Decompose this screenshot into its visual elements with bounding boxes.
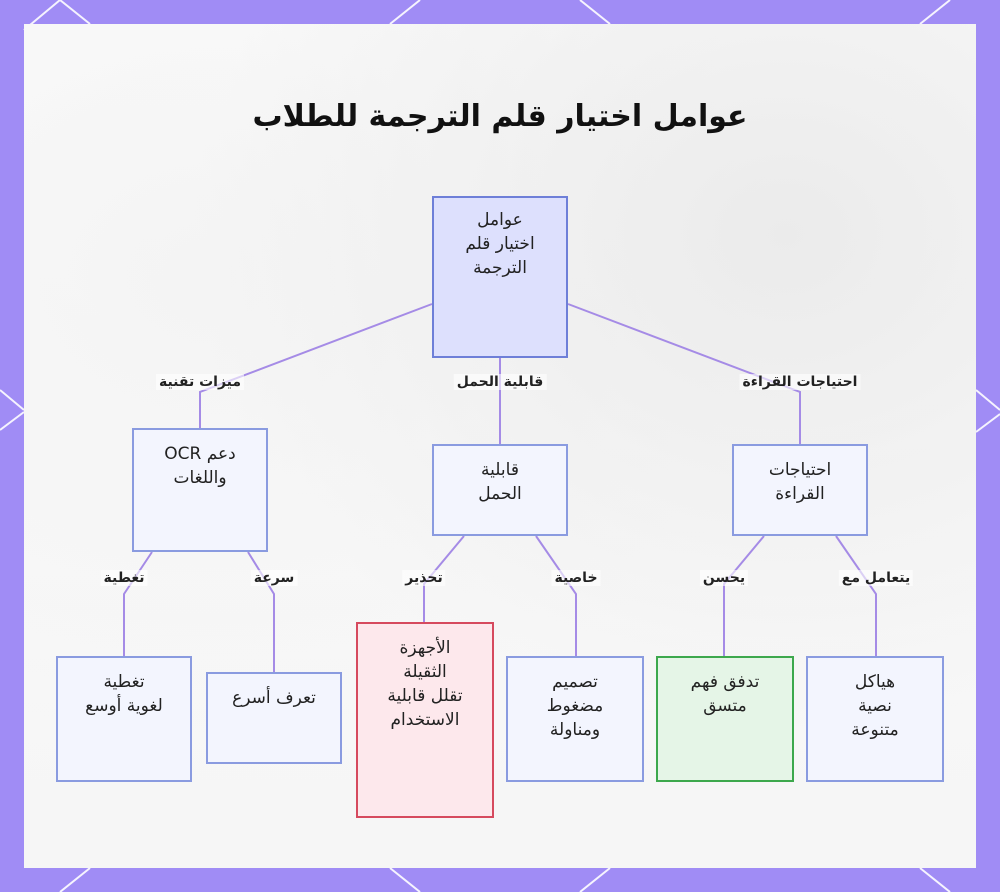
node-flow-label: تدفق فهم متسق: [690, 672, 760, 716]
edge-label-coverage: تغطية: [100, 570, 148, 586]
node-compact: تصميم مضغوط ومناولة: [506, 656, 644, 782]
node-coverage-label: تغطية لغوية أوسع: [85, 672, 163, 716]
diagram-canvas: عوامل اختيار قلم الترجمة للطلاب عوامل اخ…: [24, 24, 976, 868]
edge-label-warning: تحذير: [402, 570, 446, 586]
node-speed: تعرف أسرع: [206, 672, 342, 764]
node-compact-label: تصميم مضغوط ومناولة: [546, 672, 604, 740]
node-root: عوامل اختيار قلم الترجمة: [432, 196, 568, 358]
node-heavy-label: الأجهزة الثقيلة تقلل قابلية الاستخدام: [387, 638, 463, 730]
diagram-title: عوامل اختيار قلم الترجمة للطلاب: [252, 99, 748, 134]
node-ocr: دعم OCR واللغات: [132, 428, 268, 552]
node-portability: قابلية الحمل: [432, 444, 568, 536]
edge-label-portability: قابلية الحمل: [453, 374, 547, 390]
node-reading: احتياجات القراءة: [732, 444, 868, 536]
edge-label-reading: احتياجات القراءة: [739, 374, 861, 390]
node-structures-label: هياكل نصية متنوعة: [851, 672, 899, 740]
node-reading-label: احتياجات القراءة: [768, 460, 832, 504]
edge-label-handles: يتعامل مع: [838, 570, 914, 586]
node-speed-label: تعرف أسرع: [232, 688, 316, 708]
edge-label-improves: يحسن: [699, 570, 749, 586]
edge-label-speed: سرعة: [250, 570, 298, 586]
edge-label-tech: ميزات تقنية: [155, 374, 245, 390]
node-flow: تدفق فهم متسق: [656, 656, 794, 782]
node-structures: هياكل نصية متنوعة: [806, 656, 944, 782]
node-ocr-label: دعم OCR واللغات: [164, 444, 236, 488]
node-heavy-warning: الأجهزة الثقيلة تقلل قابلية الاستخدام: [356, 622, 494, 818]
node-root-label: عوامل اختيار قلم الترجمة: [465, 210, 535, 278]
node-coverage: تغطية لغوية أوسع: [56, 656, 192, 782]
node-portability-label: قابلية الحمل: [478, 460, 522, 504]
edge-label-feature: خاصية: [551, 570, 601, 586]
